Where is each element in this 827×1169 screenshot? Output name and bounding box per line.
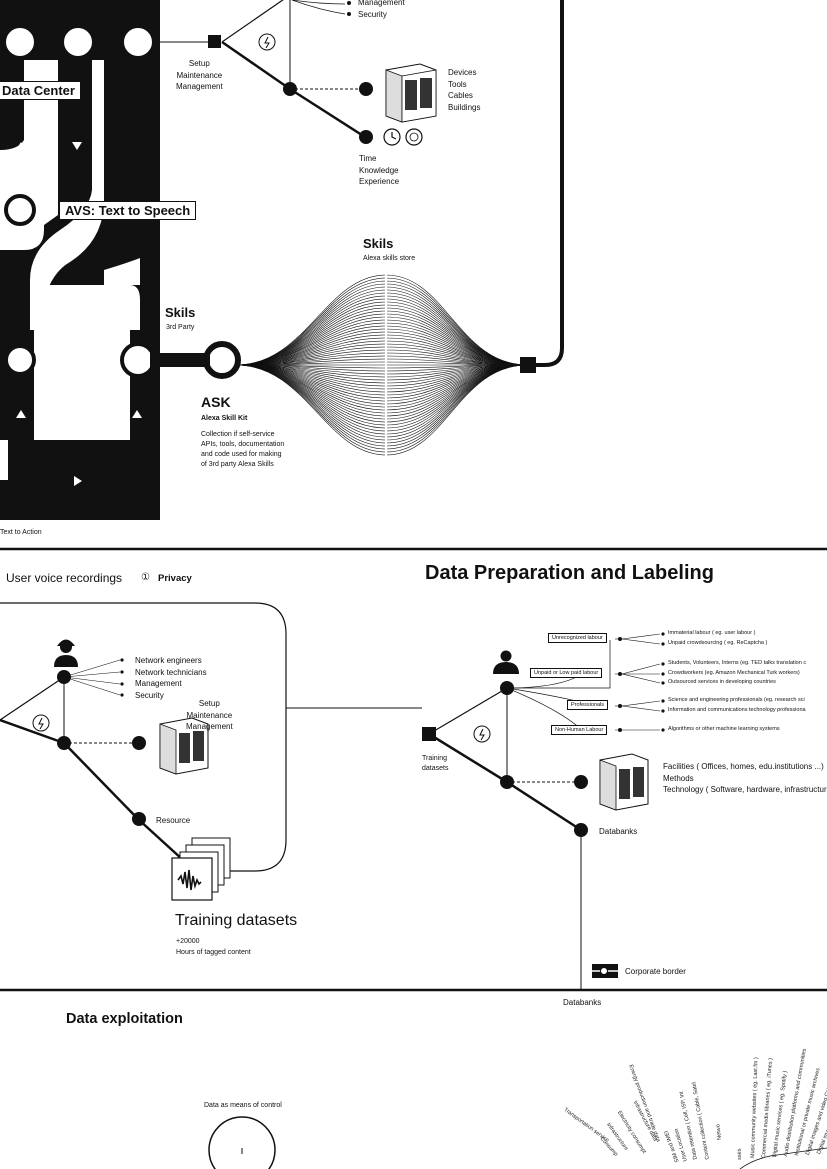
- setup-list: Setup Maintenance Management: [186, 698, 233, 733]
- labour-type-box: Unrecognized labour: [548, 633, 607, 643]
- labour-item: Crowdworkers (eg. Amazon Mechanical Turk…: [668, 670, 800, 676]
- avs-intent-title: AVS: Intent: [0, 508, 70, 523]
- skills-store-sub: Alexa skills store: [363, 255, 416, 262]
- worker-icon: [54, 639, 78, 667]
- power-icon: [258, 33, 276, 51]
- ask-desc-line: of 3rd party Alexa Skills: [201, 461, 274, 468]
- training-count: +20000: [176, 938, 200, 945]
- labour-type-box: Unpaid or Low paid labour: [530, 668, 603, 678]
- facility-line: Facilities ( Offices, homes, edu.institu…: [663, 762, 824, 771]
- labour-item: Students, Volunteers, Interns (eg. TED t…: [668, 660, 807, 666]
- privacy-label: Privacy: [158, 573, 192, 584]
- ask-desc-line: Collection if self-service: [201, 431, 275, 438]
- databanks-label: Databanks: [563, 998, 602, 1007]
- resource-item: Tools: [448, 79, 467, 89]
- labour-item: Outsourced services in developing countr…: [668, 679, 776, 685]
- labor-item: Security: [358, 9, 387, 19]
- control-label: Data as means of control: [204, 1102, 282, 1109]
- skills-3rd-title: Skils: [165, 305, 196, 320]
- resource-label: Resource: [156, 816, 191, 825]
- label-line: datasets: [422, 765, 449, 772]
- labour-item: Information and communications technolog…: [668, 707, 806, 713]
- time-line: Experience: [359, 177, 400, 186]
- facilities-list: Facilities ( Offices, homes, edu.institu…: [663, 761, 827, 796]
- labour-item: Immaterial labour ( eg. user labour ): [668, 630, 756, 636]
- setup-line: Setup: [188, 59, 210, 68]
- avs-tts-label: AVS: Text to Speech: [59, 201, 197, 220]
- setup-line: Management: [186, 722, 233, 731]
- power-icon: [473, 725, 491, 743]
- skills-3rd-sub: 3rd Party: [166, 324, 195, 331]
- recordings-label: User voice recordings: [6, 571, 123, 585]
- label-line: Training: [422, 755, 448, 762]
- labour-type-box: Non-Human Labour: [551, 725, 608, 735]
- lens-node: [520, 357, 536, 373]
- ask-desc-line: APIs, tools, documentation: [201, 441, 285, 448]
- dataset-stack-icon: [171, 837, 231, 901]
- resource-item: Cables: [448, 91, 473, 100]
- labour-item: Algorithms or other machine learning sys…: [668, 726, 780, 732]
- server-rack-icon: [159, 717, 209, 775]
- setup-line: Setup: [198, 699, 220, 708]
- time-list: Time Knowledge Experience: [359, 153, 399, 188]
- radial-label: sses: [736, 1148, 743, 1160]
- facility-line: Technology ( Software, hardware, infrast…: [663, 785, 827, 794]
- worker-item: Management: [135, 679, 182, 688]
- worker-icon: [493, 650, 519, 674]
- corporate-border-icon: [592, 964, 618, 978]
- training-datasets-label: Training datasets: [422, 754, 448, 774]
- metro-stations: [2, 24, 241, 379]
- boundary-frame: [0, 602, 287, 872]
- training-desc: Hours of tagged content: [176, 949, 251, 956]
- labor-item: Management: [358, 0, 405, 7]
- labour-type-box: Professionals: [567, 700, 609, 710]
- data-center-label: Data Center: [0, 81, 81, 100]
- time-line: Time: [359, 154, 377, 163]
- worker-item: Network engineers: [135, 656, 202, 665]
- ask-subtitle: Alexa Skill Kit: [201, 415, 248, 422]
- corporate-border-label: Corporate border: [625, 967, 686, 976]
- worker-item: Network technicians: [135, 667, 207, 677]
- workers-list: Network engineers Network technicians Ma…: [135, 655, 207, 701]
- resource-item: Devices: [448, 68, 477, 77]
- top-tree: [160, 0, 366, 139]
- resource-list: Devices Tools Cables Buildings: [448, 67, 480, 113]
- ask-title: ASK: [201, 394, 231, 410]
- info-icon: [405, 128, 423, 146]
- avs-intent-sub: Text to Action: [0, 529, 42, 536]
- facility-line: Methods: [663, 773, 694, 783]
- setup-line: Maintenance: [186, 710, 233, 720]
- privacy-icon: ①: [141, 572, 150, 583]
- labour-item: Science and engineering professionals (e…: [668, 697, 805, 703]
- power-icon: [32, 714, 50, 732]
- ask-description: Collection if self-service APIs, tools, …: [201, 430, 284, 470]
- skills-native-sub: Native: [60, 371, 80, 378]
- resource-item: Buildings: [448, 102, 481, 112]
- setup-list: Setup Maintenance Management: [176, 58, 223, 93]
- skills-native-title: Skils: [59, 351, 90, 366]
- setup-line: Maintenance: [176, 70, 223, 80]
- data-prep-title: Data Preparation and Labeling: [425, 562, 714, 584]
- direction-arrows: [16, 142, 142, 486]
- labour-item: Unpaid crowdsourcing ( eg. ReCaptcha ): [668, 640, 768, 646]
- control-circle: [208, 1116, 276, 1169]
- skills-store-lens: [235, 270, 529, 460]
- worker-item: Security: [135, 690, 164, 700]
- ask-desc-line: and code used for making: [201, 451, 282, 458]
- training-title: Training datasets: [175, 912, 298, 929]
- skills-store-title: Skils: [363, 236, 394, 251]
- time-line: Knowledge: [359, 165, 399, 175]
- labor-list: Management Security: [358, 0, 405, 20]
- exploitation-title: Data exploitation: [66, 1011, 183, 1027]
- server-rack-icon: [385, 63, 437, 123]
- server-rack-icon: [599, 753, 649, 811]
- setup-line: Management: [176, 82, 223, 91]
- databanks-label: Databanks: [599, 827, 638, 836]
